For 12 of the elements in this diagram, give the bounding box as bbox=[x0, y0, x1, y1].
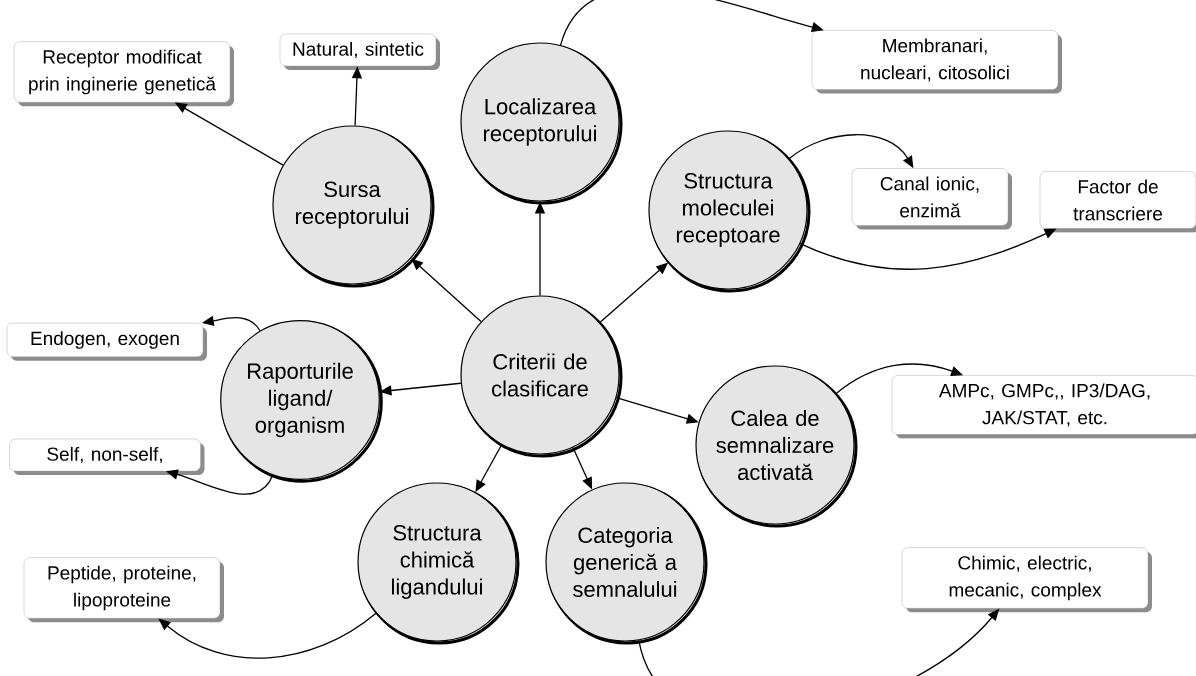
example-box: Endogen, exogen bbox=[6, 322, 207, 361]
example-box: Chimic, electric, mecanic, complex bbox=[901, 547, 1152, 613]
example-box: Receptor modificat prin inginerie genetică bbox=[13, 41, 234, 107]
arrow bbox=[411, 258, 482, 323]
example-box: Self, non-self, bbox=[9, 438, 205, 476]
example-box: AMPc, GMPc,, IP3/DAG, JAK/STAT, etc. bbox=[891, 375, 1196, 439]
example-box: Natural, sintetic bbox=[279, 33, 440, 71]
node-label: AMPc, GMPc,, IP3/DAG, JAK/STAT, etc. bbox=[938, 383, 1150, 427]
example-box: Canal ionic, enzimă bbox=[851, 168, 1012, 230]
example-box: Membranari, nucleari, citosolici bbox=[811, 30, 1062, 94]
example-box: Peptide, proteine, lipoproteine bbox=[23, 557, 224, 623]
example-box: Factor de transcriere bbox=[1039, 171, 1196, 233]
